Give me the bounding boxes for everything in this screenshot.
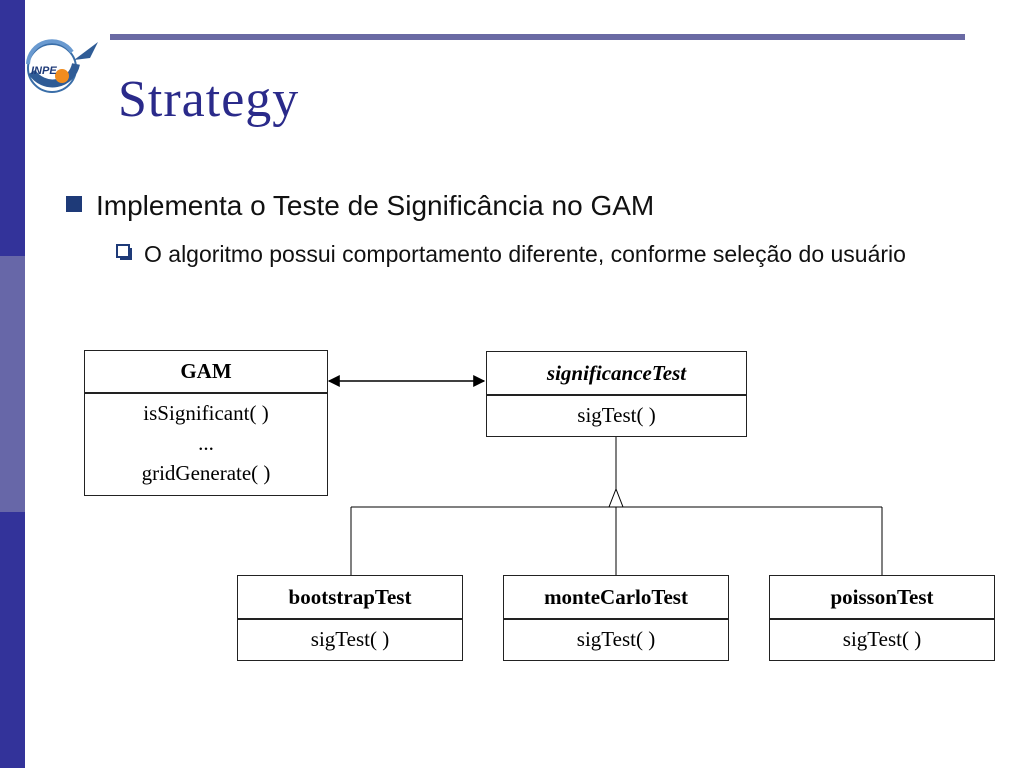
class-bootstrap-test: bootstrapTest sigTest( )	[237, 575, 463, 661]
method: sigTest( )	[310, 627, 390, 651]
method: gridGenerate( )	[141, 461, 271, 485]
bullet-level2-text: O algoritmo possui comportamento diferen…	[144, 241, 906, 267]
method: ...	[198, 431, 214, 455]
method: sigTest( )	[577, 403, 656, 427]
method: isSignificant( )	[143, 401, 269, 425]
bullet-level1: Implementa o Teste de Significância no G…	[66, 190, 654, 222]
class-significance-test-name: significanceTest	[487, 352, 746, 396]
left-accent-bar-light	[0, 256, 25, 512]
class-bootstrap-test-name: bootstrapTest	[238, 576, 462, 620]
method: sigTest( )	[842, 627, 922, 651]
bullet-level1-text: Implementa o Teste de Significância no G…	[96, 190, 655, 221]
class-significance-test: significanceTest sigTest( )	[486, 351, 747, 437]
svg-text:INPE: INPE	[31, 65, 57, 77]
class-gam-methods: isSignificant( ) ... gridGenerate( )	[85, 394, 327, 488]
square-bullet-icon	[66, 196, 82, 212]
page-title: Strategy	[118, 71, 300, 128]
class-monte-carlo-test-name: monteCarloTest	[504, 576, 728, 620]
class-gam-name: GAM	[85, 351, 327, 394]
class-monte-carlo-test: monteCarloTest sigTest( )	[503, 575, 729, 661]
title-rule	[110, 34, 965, 40]
class-gam: GAM isSignificant( ) ... gridGenerate( )	[84, 350, 328, 496]
hollow-square-bullet-icon	[116, 244, 132, 260]
bullet-level2: O algoritmo possui comportamento diferen…	[116, 238, 976, 270]
inpe-logo-icon: INPE	[26, 39, 98, 93]
method: sigTest( )	[576, 627, 656, 651]
class-poisson-test-name: poissonTest	[770, 576, 994, 620]
inheritance-triangle	[608, 487, 624, 508]
class-poisson-test: poissonTest sigTest( )	[769, 575, 995, 661]
